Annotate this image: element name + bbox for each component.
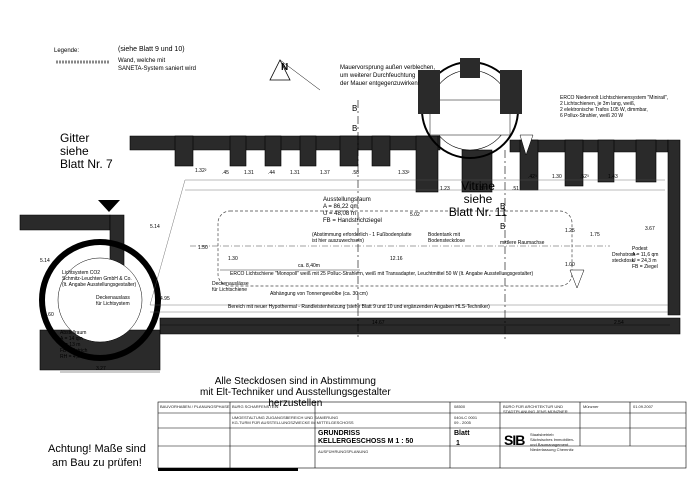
- erco-minirail-note: ERCO Niedervolt Lichtschienensystem "Min…: [560, 95, 669, 119]
- dim-label: 1.30: [552, 174, 562, 180]
- dim-label: 1.25: [565, 228, 575, 234]
- drawing-number: 0404-C 0001: [454, 415, 478, 420]
- dim-label: 1.33²: [398, 170, 410, 176]
- title-block-frame: [157, 401, 687, 469]
- dim-label: 1.31: [244, 170, 254, 176]
- dim-label: 5.14: [150, 224, 160, 230]
- planning-phase: AUSFÜHRUNGSPLANUNG: [318, 449, 369, 454]
- drawing-scale: KELLERGESCHOSS M 1 : 50: [318, 438, 414, 445]
- dim-label: 2.54: [614, 320, 624, 326]
- sib-logo: SIB: [504, 432, 525, 448]
- abstimmung-note: (Abstimmung erforderlich - 1 Fußbodenpla…: [312, 232, 412, 244]
- erco-monopoll-note: ERCO Lichtschiene "Monopoll" weiß mit 25…: [230, 271, 534, 277]
- legend-line-1: Wand, welche mit: [118, 58, 166, 64]
- outer-wall: [19, 135, 681, 371]
- dim-label: 5.14: [40, 258, 50, 264]
- dim-label: 5.02: [410, 212, 420, 218]
- mauer-note: Mauervorsprung außen verblechen,um weite…: [340, 65, 436, 87]
- level-marker: [98, 200, 120, 212]
- project-name: BURG SCHARFENSTEIN: [232, 404, 279, 409]
- plan-date: 01.09.2007: [633, 404, 654, 409]
- drawing-date: 09 - 2005: [454, 420, 471, 425]
- project-line-2: UMGESTALTUNG ZUGANGSBEREICH UND SANIERUN…: [232, 415, 339, 420]
- dimension-lines: [60, 269, 670, 373]
- title-block-footer-bar: [158, 468, 298, 471]
- dim-label: 1.32²: [195, 168, 207, 174]
- dim-label: .52³: [580, 174, 589, 180]
- sheet-label: Blatt: [454, 430, 470, 437]
- dome-tower: [418, 58, 522, 159]
- drehstrom-note: Drehstrom-steckdose: [612, 252, 638, 264]
- dim-label: 1.37: [320, 170, 330, 176]
- dim-label: 3.67: [645, 226, 655, 232]
- dim-label: ca. 8,40m: [298, 263, 320, 269]
- dim-label: 1.00: [565, 262, 575, 268]
- legend-reference: (siehe Blatt 9 und 10): [118, 46, 185, 53]
- section-label-b: B: [500, 222, 506, 231]
- drawn-by: Münzner: [583, 404, 599, 409]
- section-label-b: B: [352, 124, 358, 133]
- dim-label: .42³: [528, 174, 537, 180]
- dim-label: .45: [222, 170, 229, 176]
- dim-label: .51: [512, 186, 519, 192]
- dim-label: 1.23: [440, 186, 450, 192]
- bereich-heizung-note: Bereich mit neuer Hypothermal - Randleis…: [228, 304, 490, 310]
- section-lines: [357, 100, 506, 340]
- dim-label: 4.95: [160, 296, 170, 302]
- dim-label: .44: [268, 170, 275, 176]
- dim-label: .58: [352, 170, 359, 176]
- legend-title: Legende:: [54, 48, 80, 54]
- project-line-3: KG-TURM FÜR AUSSTELLUNGSZWECKE IM MITTEL…: [232, 420, 354, 425]
- dim-label: 1.50: [198, 245, 208, 251]
- inner-contour: [149, 179, 668, 313]
- left-round-room: [39, 239, 161, 361]
- north-arrow: [269, 59, 585, 289]
- dim-label: 1.31: [290, 170, 300, 176]
- abhaengung-note: Abhängung von Tonnengewölbe (ca. 30 cm): [270, 291, 368, 297]
- light-track-outline: [217, 210, 573, 287]
- dim-label: 1.43: [608, 174, 618, 180]
- dim-label: 14.67: [372, 320, 385, 326]
- section-label-b: B: [352, 104, 358, 113]
- project-number: 08500: [454, 404, 466, 409]
- drawing-type: GRUNDRISS: [318, 430, 361, 437]
- legend-line-2: SANETA-System saniert wird: [118, 66, 196, 72]
- north-label: N: [281, 62, 289, 73]
- section-label-b: B: [500, 202, 506, 211]
- titleblock-header: BAUVORHABEN / PLANUNGSPHASE: [160, 404, 230, 409]
- raumachse-note: mittlere Raumachse: [500, 240, 545, 246]
- sheet-number: 1: [456, 440, 460, 447]
- dim-label: 3.27: [96, 366, 106, 372]
- dim-label: 1.30: [228, 256, 238, 262]
- dim-label: 1.75: [590, 232, 600, 238]
- dim-label: 12.16: [390, 256, 403, 262]
- dim-label: 1.60: [44, 312, 54, 318]
- dim-label: 1.37³: [476, 186, 488, 192]
